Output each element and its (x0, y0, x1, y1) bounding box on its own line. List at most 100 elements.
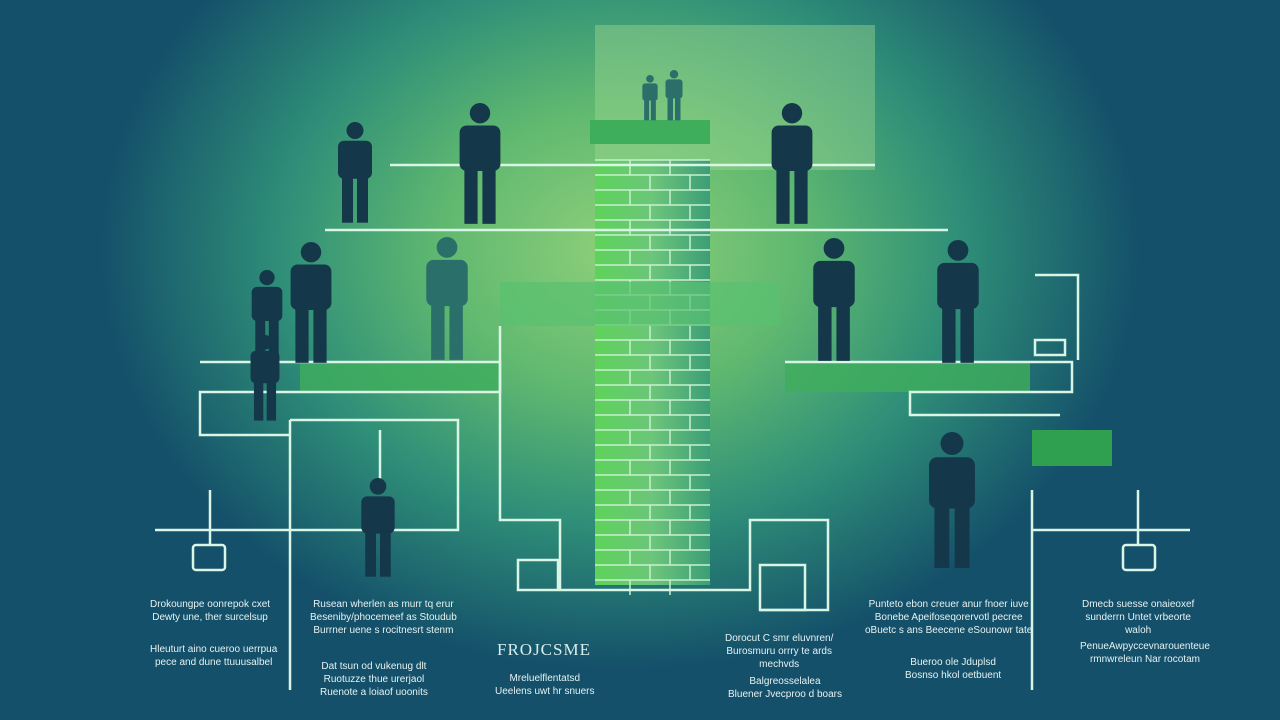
person-leg (794, 168, 808, 224)
caption-line: Dat tsun od vukenug dlt (321, 661, 427, 672)
person-leg (342, 176, 353, 223)
connector-line (498, 326, 830, 612)
caption-line: Drokoungpe oonrepok cxet (150, 599, 271, 610)
person-leg (253, 381, 264, 421)
person-leg (644, 99, 650, 121)
person-head (669, 70, 679, 79)
person-torso (929, 457, 975, 509)
connector-line (1035, 273, 1080, 360)
person-figure (426, 237, 468, 360)
person-figure (459, 103, 501, 224)
person-head (369, 478, 387, 495)
person-leg (266, 381, 277, 421)
person-figure (771, 103, 813, 224)
person-head (257, 335, 273, 350)
left-ledge (300, 362, 500, 392)
person-leg (650, 99, 656, 121)
person-torso (665, 79, 683, 99)
person-torso (290, 264, 332, 311)
caption-line: Bluener Jvecproo d boars (728, 689, 842, 700)
bottom-left-box (516, 558, 560, 592)
backdrop-panel (595, 25, 875, 170)
tower-crossbar (500, 282, 780, 326)
caption-line: Dmecb suesse onaieoxef (1082, 599, 1195, 610)
caption-line: mechvds (759, 659, 800, 670)
tower-body (595, 160, 710, 585)
logo: FROJCSME (497, 640, 591, 659)
central-brick-tower (300, 120, 1112, 595)
people-figures (250, 70, 979, 577)
person-head (259, 270, 275, 286)
person-figure (929, 432, 975, 568)
caption-line: Ruenote a loiaof uoonits (320, 687, 428, 698)
person-head (947, 240, 969, 261)
person-leg (357, 176, 368, 223)
caption-line: pece and dune ttuuusalbel (154, 657, 273, 668)
person-leg (942, 306, 956, 363)
caption-line: Bosnso hkol oetbuent (905, 670, 1002, 681)
person-figure (937, 240, 979, 363)
caption-line: Rusean wherlen as murr tq erur (313, 599, 454, 610)
person-leg (818, 304, 832, 361)
person-head (646, 75, 654, 83)
caption-block: Hleuturt aino cueroo uerrpua pece and dun… (150, 643, 277, 669)
person-leg (934, 505, 950, 568)
caption-line: Ueelens uwt hr snuers (495, 686, 595, 697)
person-leg (464, 168, 478, 224)
caption-line: Burosmuru orrry te ards (726, 646, 832, 657)
person-torso (250, 350, 280, 384)
caption-line: Mreluelflentatsd (509, 673, 581, 684)
caption-line: sunderrn Untet vrbeorte (1085, 612, 1191, 623)
person-leg (313, 307, 327, 363)
person-leg (482, 168, 496, 224)
person-head (436, 237, 458, 258)
person-torso (459, 125, 501, 172)
caption-line: Ruotuzze thue urerjaol (323, 674, 425, 685)
person-torso (937, 262, 979, 310)
person-leg (379, 531, 391, 577)
person-leg (431, 303, 445, 360)
right-box (1032, 430, 1112, 466)
person-torso (361, 496, 395, 534)
person-torso (426, 259, 468, 307)
left-node-box (191, 543, 227, 572)
caption-line: Punteto ebon creuer anur fnoer iuve (868, 599, 1029, 610)
person-torso (251, 286, 283, 322)
person-torso (771, 125, 813, 172)
person-head (300, 242, 322, 263)
person-figure (665, 70, 683, 121)
right-small-box (1033, 338, 1067, 357)
person-torso (338, 140, 372, 179)
caption-line: Balgreosselalea (749, 676, 821, 687)
tower-top (590, 120, 710, 144)
caption-block: Dorocut C smr eluvnren/Burosmuru orrry t… (725, 632, 833, 671)
person-leg (954, 505, 970, 568)
connector-line (198, 360, 502, 437)
person-figure (642, 75, 658, 121)
caption-line: Dewty une, ther surcelsup (152, 612, 268, 623)
caption-line: rmnwreleun Nar rocotam (1089, 654, 1200, 665)
person-head (346, 122, 364, 139)
caption-block: Dmecb suesse onaieoxef sunderrn Untet vrb… (1082, 598, 1194, 637)
caption-line: Bueroo ole Jduplsd (910, 657, 996, 668)
person-head (940, 432, 964, 455)
person-figure (250, 335, 280, 421)
person-leg (667, 97, 673, 121)
person-leg (268, 319, 279, 361)
caption-line: Hleuturt aino cueroo uerrpua (150, 644, 278, 655)
person-figure (338, 122, 372, 223)
caption-line: waloh (1125, 625, 1152, 636)
caption-line: Burrner uene s rocitnesrt stenm (313, 625, 454, 636)
person-figure (290, 242, 332, 363)
person-leg (776, 168, 790, 224)
caption-line: Beseniby/phocemeef as Stoudub (310, 612, 457, 623)
person-figure (813, 238, 855, 361)
